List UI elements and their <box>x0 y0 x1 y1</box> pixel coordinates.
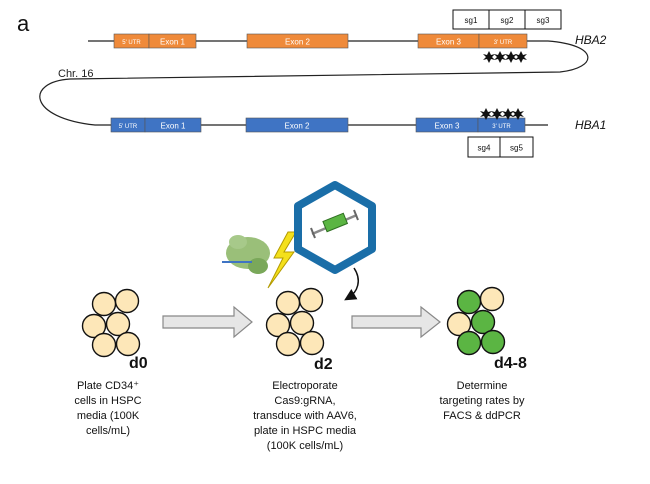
stage-d4-8-line: FACS & ddPCR <box>443 410 521 422</box>
hba2-3utr-label: 3' UTR <box>494 40 513 46</box>
lightning-icon <box>267 231 297 289</box>
hba1-cut-site-markers <box>480 108 524 120</box>
hba2-exon-1 <box>148 33 197 49</box>
aav6-capsid-icon <box>294 181 376 274</box>
hba1-exon-2 <box>245 117 349 133</box>
stage-d0-line: media (100K <box>77 410 140 422</box>
hba2-exon-3-label: Exon 3 <box>436 38 461 47</box>
stage-day-d4-8: d4-8 <box>494 355 527 372</box>
donor-template-icon <box>310 209 359 239</box>
stage-d4-8-line: Determine <box>457 380 508 392</box>
stage-description-d4-8: Determine targeting rates by FACS & ddPC… <box>440 380 525 422</box>
transduction-arrow <box>344 267 360 301</box>
guide-label-sg3: sg3 <box>537 16 550 25</box>
process-arrow-1 <box>162 305 253 339</box>
guide-label-sg4: sg4 <box>478 144 491 153</box>
stage-d2-line: Cas9:gRNA, <box>274 395 335 407</box>
hba1-exon-1-label: Exon 1 <box>161 122 186 131</box>
hba2-gene-name: HBA2 <box>575 33 607 47</box>
hba1-5utr-label: 5' UTR <box>119 124 138 130</box>
stage-d0-line: cells in HSPC <box>74 395 141 407</box>
stage-day-d2: d2 <box>314 356 333 373</box>
edited-cell-cluster-icon <box>446 286 506 356</box>
hba2-exon-1-label: Exon 1 <box>160 38 185 47</box>
cas9-rnp-icon <box>222 235 270 274</box>
guide-box-sg5 <box>499 136 534 158</box>
guide-label-sg1: sg1 <box>465 16 478 25</box>
gene-hba1: 5' UTR Exon 1 Exon 2 Exon 3 3' UTR HBA1 … <box>110 108 606 158</box>
hba1-gene-name: HBA1 <box>575 118 606 132</box>
hba1-3utr-region <box>477 117 526 133</box>
stage-d2-line: plate in HSPC media <box>254 425 357 437</box>
hba2-3utr-region <box>478 33 528 49</box>
stage-d2-line: Electroporate <box>272 380 337 392</box>
stage-d4-8-line: targeting rates by <box>440 395 525 407</box>
chromosome-line <box>39 40 589 126</box>
hba2-5utr-label: 5' UTR <box>122 40 141 46</box>
chromosome-label: Chr. 16 <box>58 68 93 80</box>
hba2-exon-2-label: Exon 2 <box>285 38 310 47</box>
hba1-exon-1 <box>144 117 202 133</box>
panel-label: a <box>17 11 30 36</box>
stage-d2-line: transduce with AAV6, <box>253 410 357 422</box>
guide-label-sg5: sg5 <box>510 144 523 153</box>
workflow: d0 d2 d4-8 Plate CD34⁺ cells in HSPC med… <box>74 181 527 452</box>
stage-d0-line: cells/mL) <box>86 425 130 437</box>
hba1-exon-2-label: Exon 2 <box>285 122 310 131</box>
stage-d2-line: (100K cells/mL) <box>267 440 343 452</box>
gene-hba2: 5' UTR Exon 1 Exon 2 Exon 3 3' UTR HBA2 … <box>113 9 607 63</box>
cell-cluster-icon <box>265 287 325 357</box>
stage-day-d0: d0 <box>129 355 148 372</box>
hba2-cut-site-markers <box>483 51 527 63</box>
gene-map: Chr. 16 5' UTR Exon 1 Exon 2 Exon 3 3' U… <box>39 9 607 158</box>
hba2-exon-2 <box>246 33 349 49</box>
hba1-3utr-label: 3' UTR <box>492 124 511 130</box>
cell-cluster-icon <box>81 288 141 358</box>
guide-label-sg2: sg2 <box>501 16 514 25</box>
hba1-exon-3-label: Exon 3 <box>435 122 460 131</box>
stage-description-d2: Electroporate Cas9:gRNA, transduce with … <box>253 380 357 452</box>
stage-description-d0: Plate CD34⁺ cells in HSPC media (100K ce… <box>74 380 141 437</box>
process-arrow-2 <box>351 305 441 339</box>
stage-d0-line: Plate CD34⁺ <box>77 380 139 392</box>
guide-box-sg3 <box>524 9 562 30</box>
